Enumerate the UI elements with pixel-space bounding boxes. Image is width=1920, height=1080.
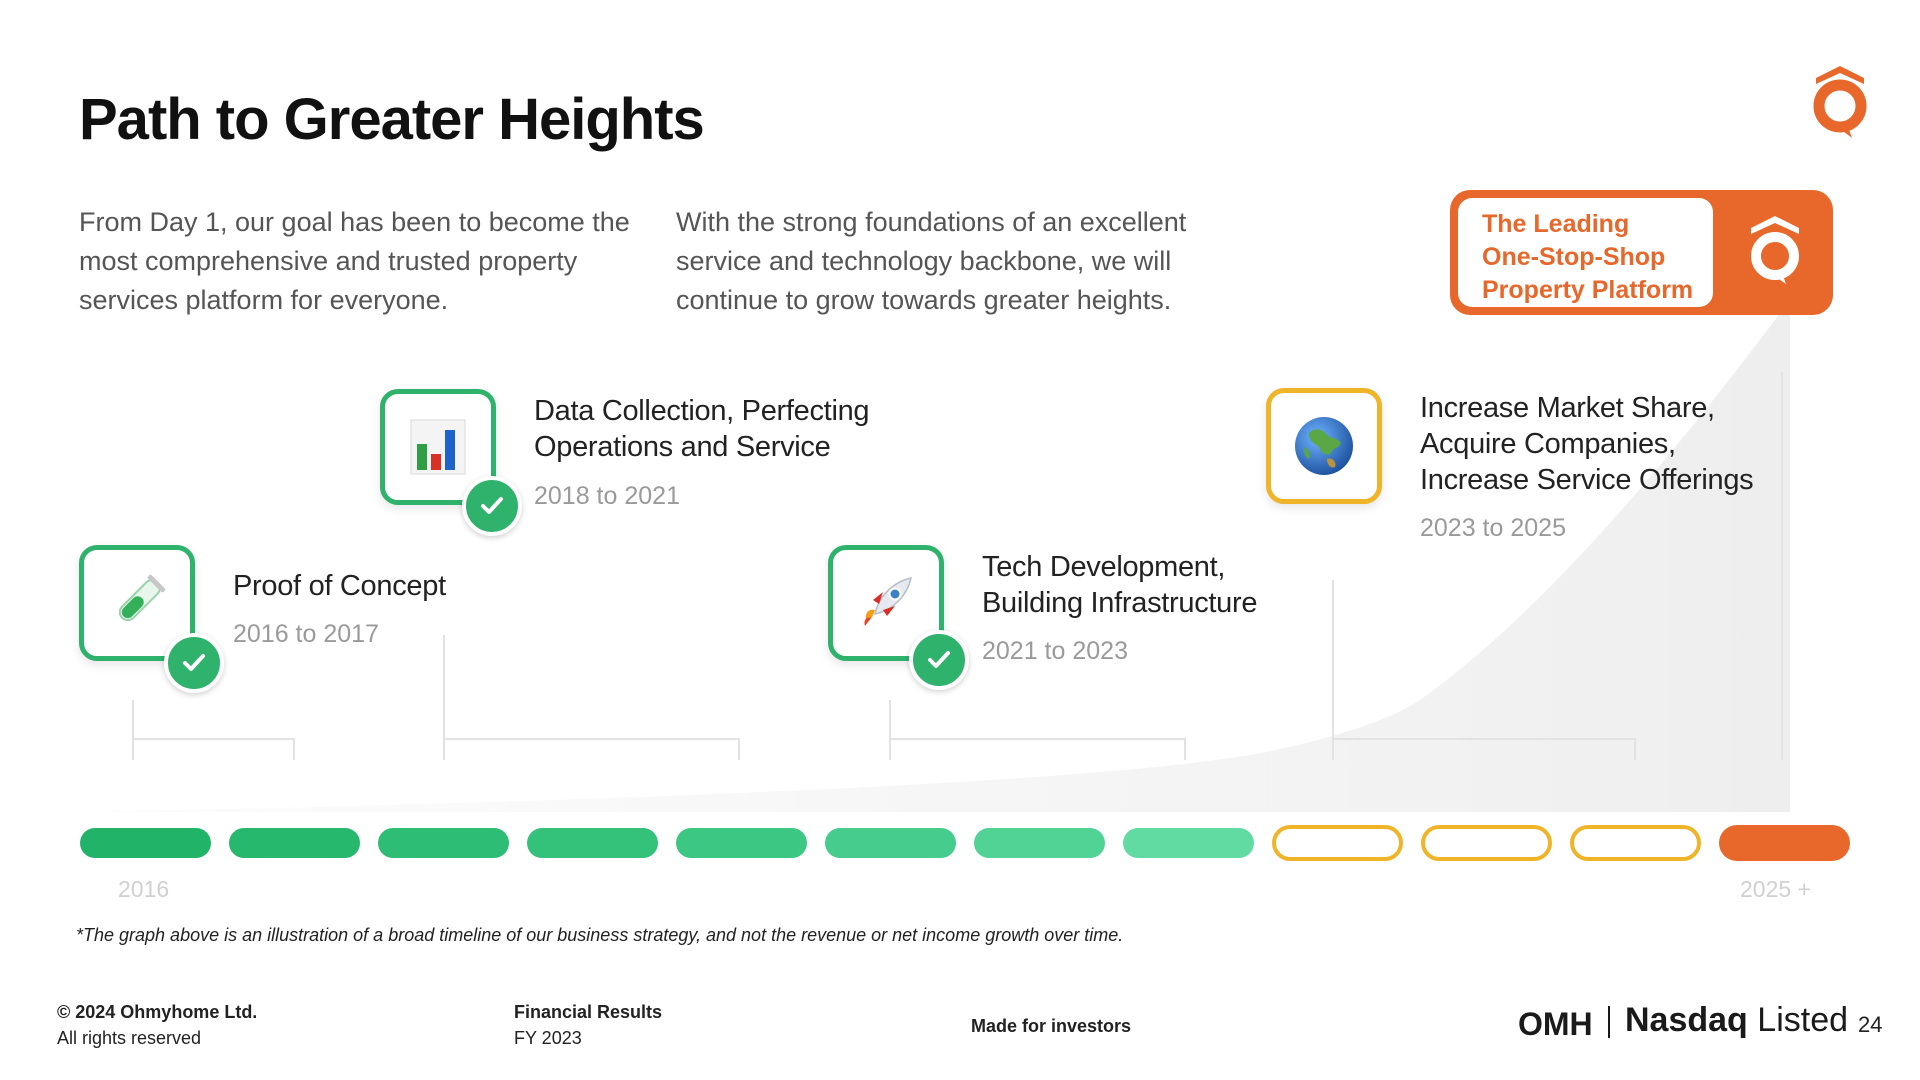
connector-line bbox=[1781, 372, 1783, 760]
connector-line bbox=[1332, 580, 1334, 760]
milestone-3-title-line: Building Infrastructure bbox=[982, 587, 1258, 619]
leading-card-label-box: The Leading One-Stop-Shop Property Platf… bbox=[1458, 198, 1713, 307]
connector-line bbox=[132, 738, 294, 740]
milestone-3-title: Tech Development, Building Infrastructur… bbox=[982, 549, 1257, 621]
milestone-4-icon-box bbox=[1266, 388, 1382, 504]
milestone-1-title-line: Proof of Concept bbox=[233, 570, 446, 602]
connector-line bbox=[293, 738, 295, 760]
timeline-end-year: 2025 + bbox=[1740, 876, 1811, 902]
connector-line bbox=[1184, 738, 1186, 760]
leading-platform-card: The Leading One-Stop-Shop Property Platf… bbox=[1450, 190, 1833, 315]
milestone-4-title-line: Increase Market Share, bbox=[1420, 392, 1715, 424]
connector-line bbox=[1634, 738, 1636, 760]
timeline-segment bbox=[1272, 825, 1403, 861]
timeline-segment bbox=[378, 828, 509, 858]
timeline-segment bbox=[229, 828, 360, 858]
nasdaq-listed-label: Nasdaq Listed bbox=[1625, 1001, 1848, 1040]
milestone-1-period: 2016 to 2017 bbox=[233, 620, 379, 648]
intro-right: With the strong foundations of an excell… bbox=[676, 207, 1187, 315]
connector-line bbox=[889, 700, 891, 760]
connector-line bbox=[443, 635, 445, 760]
leading-line-3: Property Platform bbox=[1482, 276, 1694, 304]
globe-icon bbox=[1295, 417, 1353, 475]
copyright-text: © 2024 Ohmyhome Ltd. bbox=[57, 1002, 258, 1022]
page-number: 24 bbox=[1858, 1012, 1883, 1037]
footer-divider bbox=[1608, 1006, 1610, 1038]
milestone-2-icon-box bbox=[380, 389, 496, 505]
timeline-start-year: 2016 bbox=[118, 876, 170, 902]
timeline-segment bbox=[825, 828, 956, 858]
intro-left: From Day 1, our goal has been to become … bbox=[79, 207, 630, 315]
leading-line-1: The Leading bbox=[1482, 210, 1630, 238]
milestone-4-title-line: Acquire Companies, bbox=[1420, 428, 1676, 460]
ohmyhome-logo-white-icon bbox=[1751, 216, 1799, 284]
ticker-symbol: OMH bbox=[1518, 1006, 1593, 1042]
timeline-segment bbox=[676, 828, 807, 858]
milestone-3-title-line: Tech Development, bbox=[982, 551, 1226, 583]
completed-check-icon bbox=[909, 630, 969, 690]
connector-line bbox=[889, 738, 1185, 740]
milestone-4-title: Increase Market Share, Acquire Companies… bbox=[1420, 390, 1754, 498]
timeline-segment bbox=[974, 828, 1105, 858]
milestone-2-period: 2018 to 2021 bbox=[534, 482, 680, 510]
milestone-2-title-line: Operations and Service bbox=[534, 431, 831, 463]
rocket-icon bbox=[864, 577, 912, 626]
ohmyhome-logo-icon bbox=[1813, 66, 1867, 138]
connector-line bbox=[132, 700, 134, 760]
connector-line bbox=[738, 738, 740, 760]
connector-line bbox=[1332, 738, 1635, 740]
footer-report: Financial Results FY 2023 bbox=[514, 999, 662, 1051]
bar-chart-icon bbox=[410, 419, 466, 475]
connector-line bbox=[443, 738, 739, 740]
footnote: *The graph above is an illustration of a… bbox=[76, 925, 1124, 945]
timeline-segment bbox=[1719, 825, 1850, 861]
completed-check-icon bbox=[164, 633, 224, 693]
completed-check-icon bbox=[462, 476, 522, 536]
footer-copyright: © 2024 Ohmyhome Ltd. All rights reserved bbox=[57, 999, 257, 1051]
page-title: Path to Greater Heights bbox=[79, 87, 705, 152]
leading-line-2: One-Stop-Shop bbox=[1482, 243, 1666, 271]
milestone-1-title: Proof of Concept bbox=[233, 568, 446, 604]
milestone-2-title-line: Data Collection, Perfecting bbox=[534, 395, 870, 427]
timeline-segment bbox=[1570, 825, 1701, 861]
nasdaq-text: Nasdaq bbox=[1625, 1001, 1748, 1039]
milestone-4-period: 2023 to 2025 bbox=[1420, 514, 1566, 542]
timeline-segment bbox=[80, 828, 211, 858]
timeline-segment bbox=[1123, 828, 1254, 858]
timeline-segment bbox=[527, 828, 658, 858]
rights-text: All rights reserved bbox=[57, 1028, 202, 1048]
test-tube-icon bbox=[118, 574, 166, 622]
milestone-3-period: 2021 to 2023 bbox=[982, 637, 1128, 665]
report-title: Financial Results bbox=[514, 1002, 663, 1022]
timeline-segment bbox=[1421, 825, 1552, 861]
listed-text: Listed bbox=[1757, 1001, 1849, 1039]
report-period: FY 2023 bbox=[514, 1028, 582, 1048]
footer-tagline: Made for investors bbox=[971, 1016, 1132, 1036]
leading-card-text: The Leading One-Stop-Shop Property Platf… bbox=[1482, 208, 1712, 307]
milestone-1-icon-box bbox=[79, 545, 195, 661]
milestone-4-title-line: Increase Service Offerings bbox=[1420, 464, 1754, 496]
milestone-2-title: Data Collection, Perfecting Operations a… bbox=[534, 393, 870, 465]
